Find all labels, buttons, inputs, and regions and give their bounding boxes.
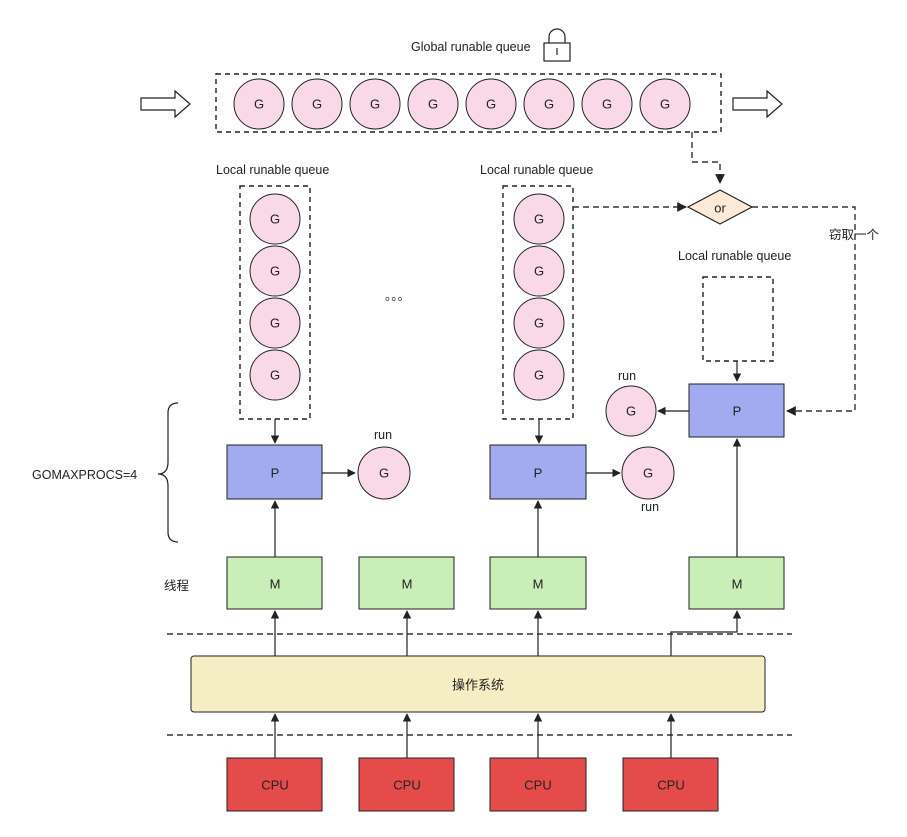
- cpu-4-label: CPU: [657, 778, 684, 793]
- global-goroutine-2-label: G: [312, 97, 322, 112]
- steal-connector: [752, 206, 856, 416]
- run-label-1: run: [374, 428, 392, 442]
- local-queue-2-box: [502, 185, 574, 420]
- machine-3: [489, 556, 587, 610]
- local-queue-1-goroutine-2: [249, 245, 301, 297]
- local-queue-1-goroutine-3-label: G: [270, 316, 280, 331]
- global-to-decision-connector: [691, 132, 725, 184]
- global-goroutine-7: [581, 78, 633, 130]
- os-to-m4-arrow: [670, 610, 742, 656]
- machine-1-label: M: [270, 577, 281, 592]
- cpu-2-label: CPU: [393, 778, 420, 793]
- local-queue-2-goroutine-3: [513, 297, 565, 349]
- global-queue-label: Global runable queue: [411, 40, 531, 54]
- processor-3: [688, 383, 785, 438]
- local-queue-2-goroutine-1-label: G: [534, 212, 544, 227]
- local-queue-2-goroutine-1: [513, 193, 565, 245]
- run-label-3: run: [618, 369, 636, 383]
- cpu-2: [358, 757, 455, 812]
- local-queue-1-goroutine-4-label: G: [270, 368, 280, 383]
- processor-1: [226, 444, 323, 500]
- global-goroutine-5-label: G: [486, 97, 496, 112]
- gomaxprocs-label: GOMAXPROCS=4: [32, 468, 137, 482]
- global-goroutine-8-label: G: [660, 97, 670, 112]
- local-queue-1-goroutine-3: [249, 297, 301, 349]
- cpu-1: [226, 757, 323, 812]
- global-goroutine-1: [233, 78, 285, 130]
- ellipsis: 。。。: [385, 289, 410, 303]
- decision-label: or: [714, 201, 726, 216]
- cpu-3-label: CPU: [524, 778, 551, 793]
- running-goroutine-1: [357, 446, 411, 500]
- local-queue-3-box: [702, 276, 774, 362]
- local-queue-2-goroutine-4-label: G: [534, 368, 544, 383]
- cpu-1-label: CPU: [261, 778, 288, 793]
- processor-2: [489, 444, 587, 500]
- local-queue-1-goroutine-1: [249, 193, 301, 245]
- global-goroutine-4-label: G: [428, 97, 438, 112]
- global-goroutine-6: [523, 78, 575, 130]
- machine-2-label: M: [402, 577, 413, 592]
- local-queue-1-goroutine-4: [249, 349, 301, 401]
- steal-label: 窃取一个: [829, 227, 880, 242]
- global-goroutine-6-label: G: [544, 97, 554, 112]
- machine-1: [226, 556, 323, 610]
- run-label-2: run: [641, 500, 659, 514]
- global-goroutine-8: [639, 78, 691, 130]
- local-queue-2-goroutine-2-label: G: [534, 264, 544, 279]
- local-queue-1-goroutine-1-label: G: [270, 212, 280, 227]
- os-box: [190, 655, 766, 713]
- global-goroutine-5: [465, 78, 517, 130]
- machine-4-label: M: [732, 577, 743, 592]
- queue-out-arrow: [732, 89, 783, 119]
- processor-1-label: P: [271, 466, 280, 481]
- local-queue-1-goroutine-2-label: G: [270, 264, 280, 279]
- gomaxprocs-brace: [157, 402, 179, 543]
- local-queue-3-label: Local runable queue: [678, 249, 791, 263]
- global-queue-box: [215, 73, 722, 133]
- running-goroutine-1-label: G: [379, 466, 389, 481]
- global-goroutine-7-label: G: [602, 97, 612, 112]
- global-goroutine-2: [291, 78, 343, 130]
- local-queue-2-label: Local runable queue: [480, 163, 593, 177]
- local-queue-2-goroutine-4: [513, 349, 565, 401]
- global-goroutine-1-label: G: [254, 97, 264, 112]
- running-goroutine-2-label: G: [643, 466, 653, 481]
- running-goroutine-3-label: G: [626, 404, 636, 419]
- machine-3-label: M: [533, 577, 544, 592]
- local-queue-1-goroutines: G G G G: [249, 193, 301, 401]
- os-label: 操作系统: [452, 678, 504, 693]
- lock-icon: [543, 28, 571, 62]
- cpu-3: [489, 757, 587, 812]
- processor-3-label: P: [733, 404, 742, 419]
- local-queue-2-goroutines: G G G G: [513, 193, 565, 401]
- global-goroutine-3: [349, 78, 401, 130]
- local-queue-2-goroutine-2: [513, 245, 565, 297]
- queue-in-arrow: [140, 89, 191, 119]
- thread-label: 线程: [164, 578, 190, 593]
- decision-diamond: [686, 189, 754, 225]
- global-goroutine-3-label: G: [370, 97, 380, 112]
- processor-2-label: P: [534, 466, 543, 481]
- local-queue-2-goroutine-3-label: G: [534, 316, 544, 331]
- running-goroutine-3: [605, 385, 657, 437]
- local-queue-1-label: Local runable queue: [216, 163, 329, 177]
- machine-2: [358, 556, 455, 610]
- global-goroutine-4: [407, 78, 459, 130]
- running-goroutine-2: [621, 446, 675, 500]
- cpu-4: [622, 757, 719, 812]
